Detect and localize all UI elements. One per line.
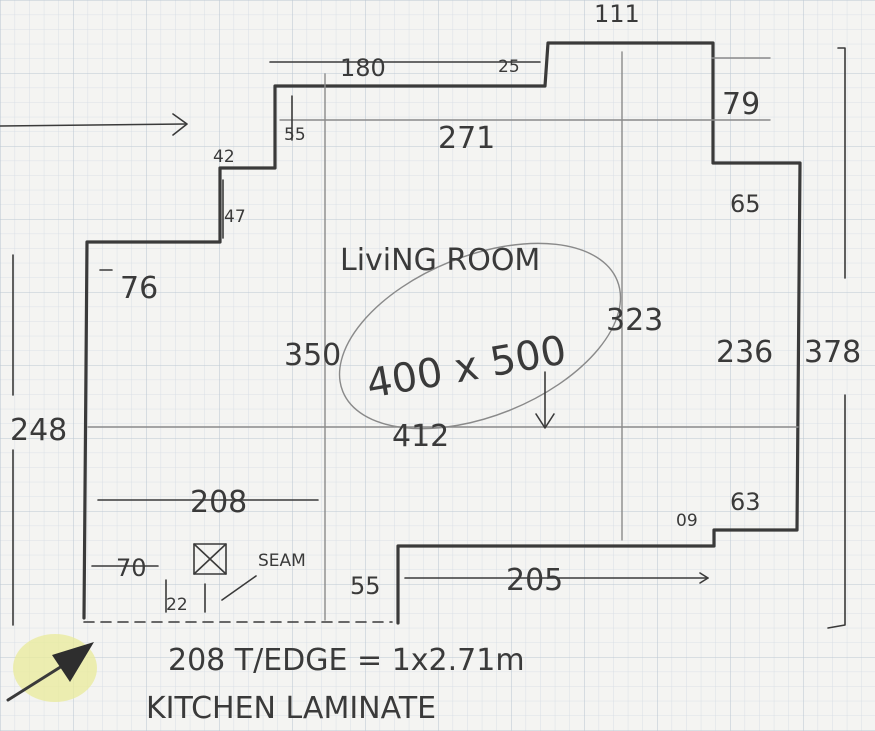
dim-412: 412 (392, 419, 449, 454)
note-kitchen-laminate: KITCHEN LAMINATE (146, 691, 436, 726)
seam-label: SEAM (258, 551, 306, 571)
dim-236: 236 (716, 335, 773, 370)
down-arrow-head (535, 413, 555, 429)
boxed-x-cross (193, 543, 227, 575)
room-name-label: LiviNG ROOM (340, 243, 540, 278)
dim-09: 09 (676, 511, 698, 531)
dim-55-bottom: 55 (350, 572, 381, 600)
dim-350: 350 (284, 338, 341, 373)
dim-47: 47 (224, 207, 246, 227)
entry-arrow-head (172, 113, 188, 136)
dim-79: 79 (722, 87, 760, 122)
boxed-x-symbol (193, 543, 227, 575)
dim-76: 76 (120, 271, 158, 306)
dim-208: 208 (190, 485, 247, 520)
dim-22: 22 (166, 595, 188, 615)
dim-65: 65 (730, 190, 761, 218)
pointer-arrow-head (52, 642, 94, 682)
dim-271: 271 (438, 121, 495, 156)
seam-pointer-line (221, 575, 257, 601)
dim-25: 25 (498, 57, 520, 77)
dim-205: 205 (506, 563, 563, 598)
dim-111: 111 (594, 0, 640, 28)
note-t-edge: 208 T/EDGE = 1x2.71m (168, 643, 525, 678)
entry-arrow-line (0, 123, 186, 127)
dim-248: 248 (10, 413, 67, 448)
dim-63: 63 (730, 488, 761, 516)
dim-378: 378 (804, 335, 861, 370)
arrowhead-205 (699, 572, 709, 584)
dim-42: 42 (213, 147, 235, 167)
dim-70: 70 (116, 554, 147, 582)
dimension-line-378 (827, 47, 846, 629)
dim-323: 323 (606, 303, 663, 338)
room-outline (82, 41, 802, 625)
living-room-ellipse (338, 242, 622, 430)
highlighter-mark (13, 634, 97, 702)
dim-55-top: 55 (284, 125, 306, 145)
dim-180: 180 (340, 54, 386, 82)
